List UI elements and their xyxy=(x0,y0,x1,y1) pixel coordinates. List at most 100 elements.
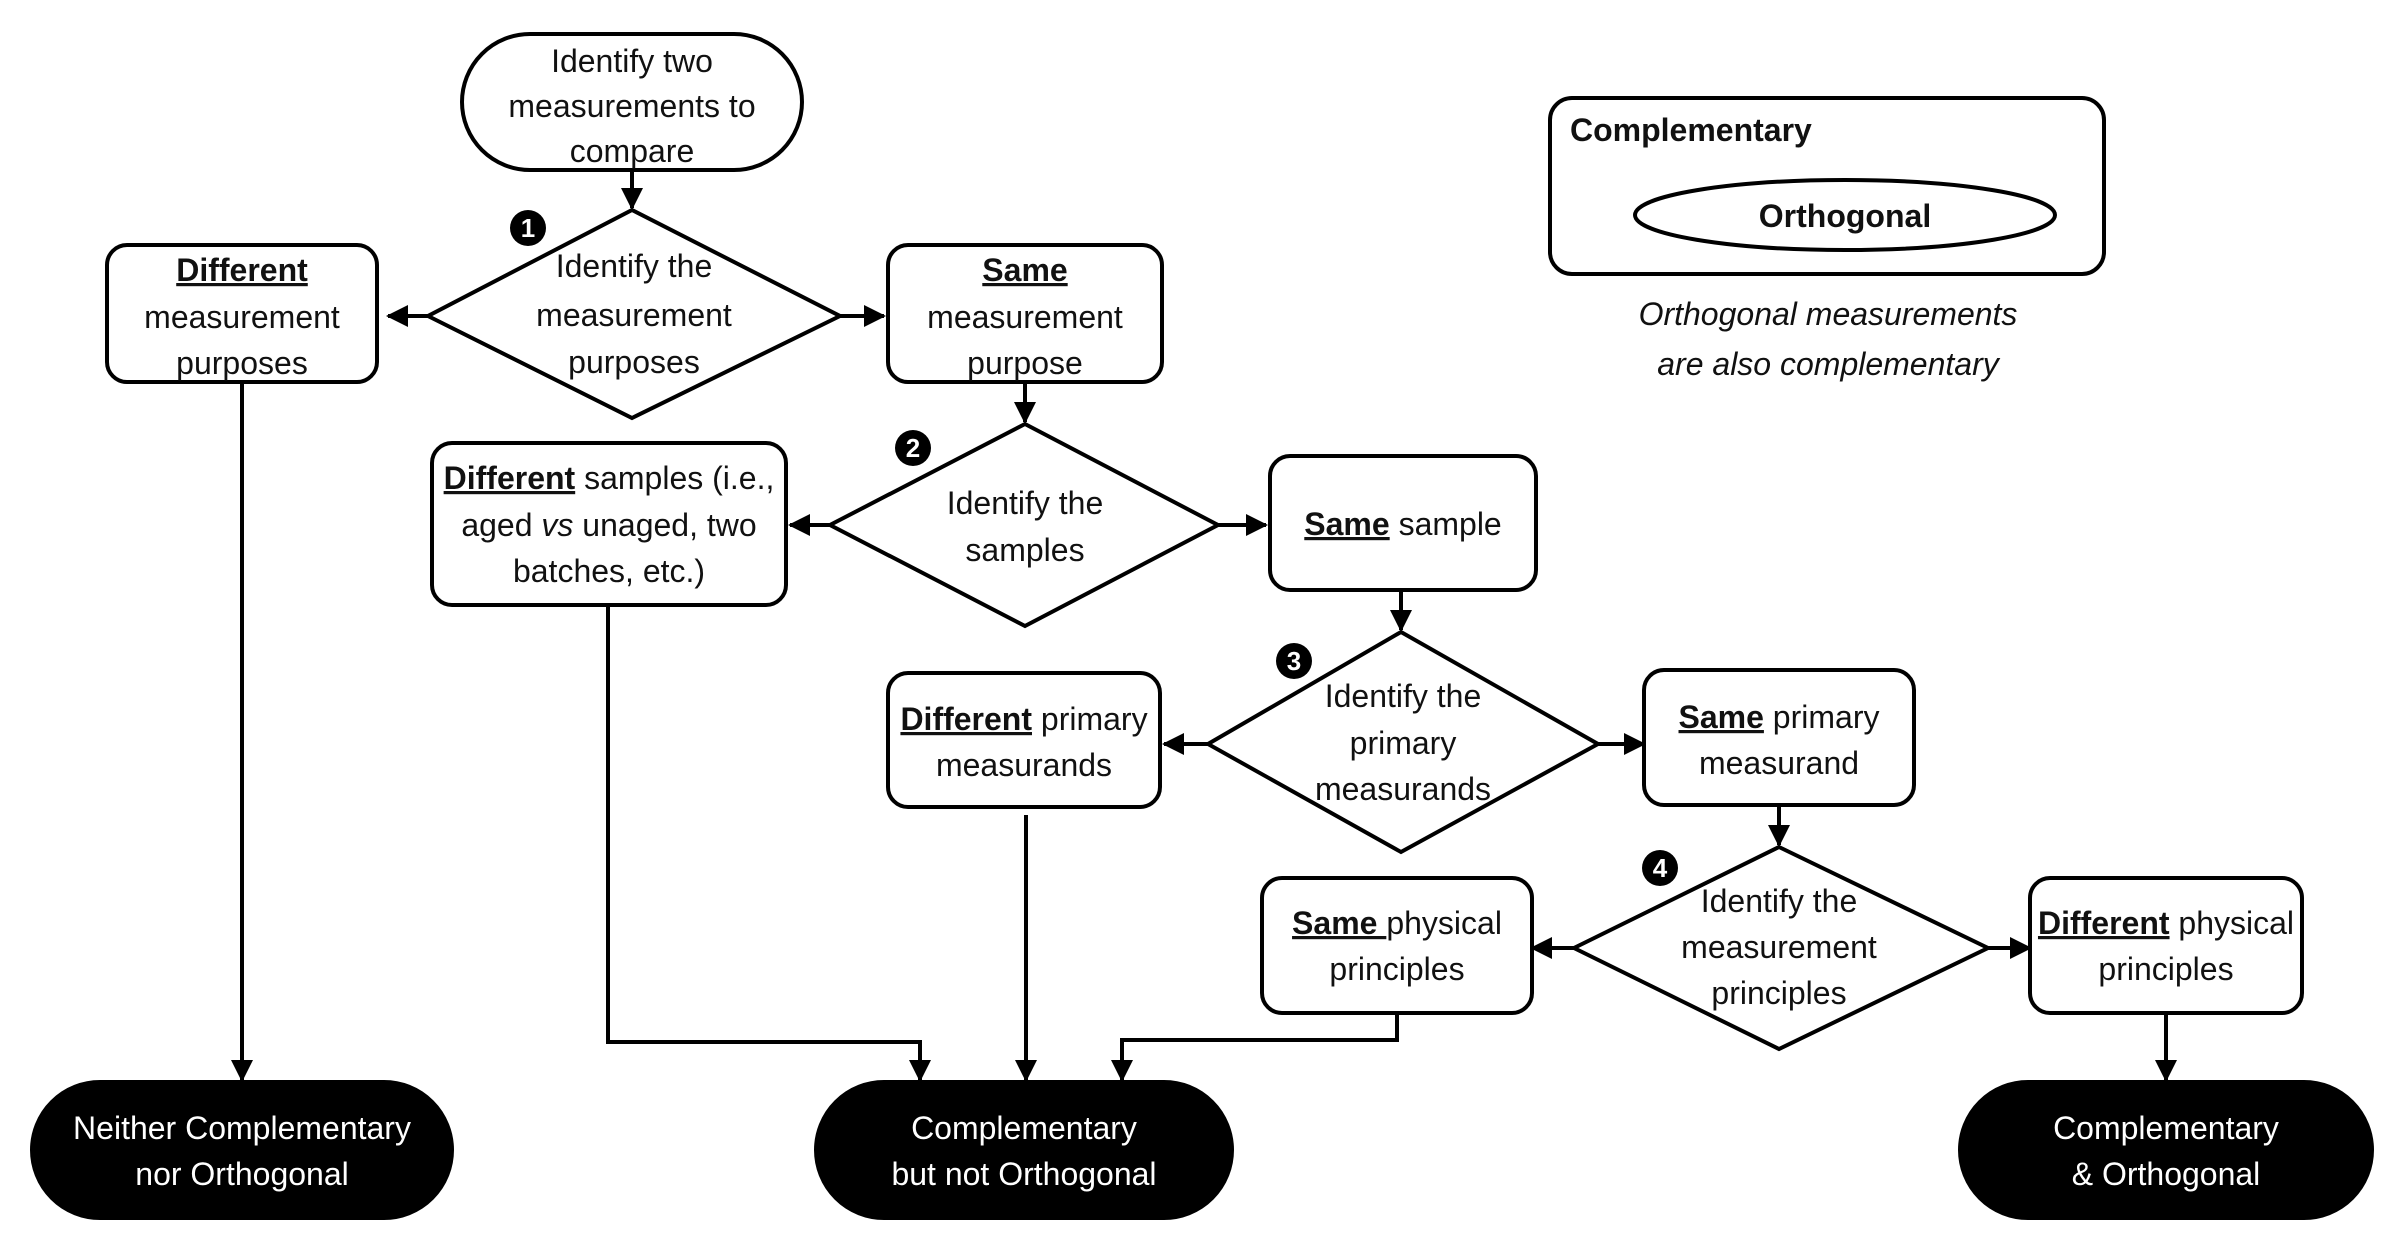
step-number: 2 xyxy=(906,433,920,463)
step-number-badge xyxy=(1276,643,1312,679)
step-number-badge xyxy=(895,430,931,466)
decision-diamond xyxy=(825,421,1223,629)
terminal-shape xyxy=(30,1080,454,1220)
decision-diamond xyxy=(423,207,845,421)
box-line-rest: samples (i.e., xyxy=(575,460,774,496)
key-word: Same xyxy=(982,252,1067,288)
start-node-line: compare xyxy=(570,133,695,169)
legend-inner-ellipse xyxy=(1633,178,2057,252)
decision-label-line: samples xyxy=(965,532,1084,568)
box-same-principles: Same physical principles xyxy=(1260,876,1534,1015)
box-line: Different physical xyxy=(2038,905,2294,941)
box-line: principles xyxy=(2098,951,2233,987)
key-word: Different xyxy=(444,460,576,496)
box-line-italic: vs xyxy=(541,507,573,543)
process-box xyxy=(886,243,1164,384)
decision-step-3: Identify the primary measurands 3 xyxy=(1203,629,1603,855)
box-line: Same physical xyxy=(1292,905,1502,941)
terminal-line: Neither Complementary xyxy=(73,1110,411,1146)
box-line: Same primary xyxy=(1679,699,1880,735)
step-number-badge xyxy=(510,210,546,246)
decision-label-line: purposes xyxy=(568,344,700,380)
process-box xyxy=(1268,454,1538,592)
box-line-rest: primary xyxy=(1032,701,1148,737)
terminal-shape xyxy=(1958,1080,2374,1220)
box-different-purposes: Different measurement purposes xyxy=(105,243,379,384)
terminal-line: but not Orthogonal xyxy=(891,1156,1156,1192)
box-same-sample: Same sample xyxy=(1268,454,1538,592)
step-number: 4 xyxy=(1653,853,1668,883)
decision-label-line: Identify the xyxy=(947,485,1104,521)
decision-label-line: Identify the xyxy=(1701,883,1858,919)
key-word: Same xyxy=(1304,506,1389,542)
box-same-purpose: Same measurement purpose xyxy=(886,243,1164,384)
arrow-same-principles-to-complementary xyxy=(1111,1013,1399,1082)
terminal-shape xyxy=(814,1080,1234,1220)
legend-caption-line: are also complementary xyxy=(1657,346,2000,382)
decision-label-line: Identify the xyxy=(556,248,713,284)
start-node-line: measurements to xyxy=(508,88,755,124)
box-line: measurand xyxy=(1699,745,1859,781)
box-line: Different samples (i.e., xyxy=(444,460,775,496)
start-node: Identify two measurements to compare xyxy=(460,32,804,172)
step-number-badge xyxy=(1642,850,1678,886)
decision-label-line: measurement xyxy=(536,297,732,333)
box-line: Same xyxy=(982,252,1067,288)
box-line: Same sample xyxy=(1304,506,1501,542)
connectors xyxy=(231,170,2177,1082)
terminal-neither: Neither Complementary nor Orthogonal xyxy=(30,1080,454,1220)
box-different-measurands: Different primary measurands xyxy=(886,671,1162,809)
key-word: Same xyxy=(1679,699,1764,735)
decision-label-line: Identify the xyxy=(1325,678,1482,714)
terminal-line: nor Orthogonal xyxy=(135,1156,348,1192)
box-line-rest: sample xyxy=(1390,506,1502,542)
decision-label-line: measurands xyxy=(1315,771,1491,807)
process-box xyxy=(2028,876,2304,1015)
box-different-samples: Different samples (i.e., aged vs unaged,… xyxy=(430,441,788,607)
start-node-shape xyxy=(460,32,804,172)
box-line-part: aged xyxy=(461,507,541,543)
decision-step-1: Identify the measurement purposes 1 xyxy=(423,207,845,421)
key-word: Same xyxy=(1292,905,1386,941)
box-line: Different primary xyxy=(900,701,1147,737)
step-number: 1 xyxy=(521,213,535,243)
box-line: aged vs unaged, two xyxy=(461,507,756,543)
process-box xyxy=(430,441,788,607)
box-different-principles: Different physical principles xyxy=(2028,876,2304,1015)
decision-label-line: primary xyxy=(1350,725,1457,761)
legend-caption-line: Orthogonal measurements xyxy=(1639,296,2018,332)
legend: Complementary Orthogonal Orthogonal meas… xyxy=(1548,96,2106,382)
terminal-line: & Orthogonal xyxy=(2072,1156,2261,1192)
key-word: Different xyxy=(2038,905,2170,941)
decision-diamond xyxy=(1569,844,1993,1052)
box-line-rest: primary xyxy=(1764,699,1880,735)
box-line: batches, etc.) xyxy=(513,553,705,589)
legend-inner-label: Orthogonal xyxy=(1759,198,1931,234)
box-line: measurement xyxy=(927,299,1123,335)
box-line: purpose xyxy=(967,345,1083,381)
process-box xyxy=(1642,668,1916,807)
terminal-line: Complementary xyxy=(911,1110,1137,1146)
decision-diamond xyxy=(1203,629,1603,855)
terminal-complementary: Complementary but not Orthogonal xyxy=(814,1080,1234,1220)
terminal-line: Complementary xyxy=(2053,1110,2279,1146)
process-box xyxy=(105,243,379,384)
key-word: Different xyxy=(176,252,308,288)
start-node-line: Identify two xyxy=(551,43,713,79)
legend-outer-label: Complementary xyxy=(1570,112,1812,148)
decision-step-4: Identify the measurement principles 4 xyxy=(1569,844,1993,1052)
decision-label-line: measurement xyxy=(1681,929,1877,965)
box-line-part: unaged, two xyxy=(573,507,756,543)
terminal-orthogonal: Complementary & Orthogonal xyxy=(1958,1080,2374,1220)
box-line-rest: physical xyxy=(1386,905,1502,941)
arrow-diff-samples-to-complementary xyxy=(606,605,931,1082)
key-word: Different xyxy=(900,701,1032,737)
decision-label-line: principles xyxy=(1711,975,1846,1011)
process-box xyxy=(886,671,1162,809)
box-line: principles xyxy=(1329,951,1464,987)
box-line: Different xyxy=(176,252,308,288)
decision-step-2: Identify the samples 2 xyxy=(825,421,1223,629)
box-line-rest: physical xyxy=(2170,905,2295,941)
